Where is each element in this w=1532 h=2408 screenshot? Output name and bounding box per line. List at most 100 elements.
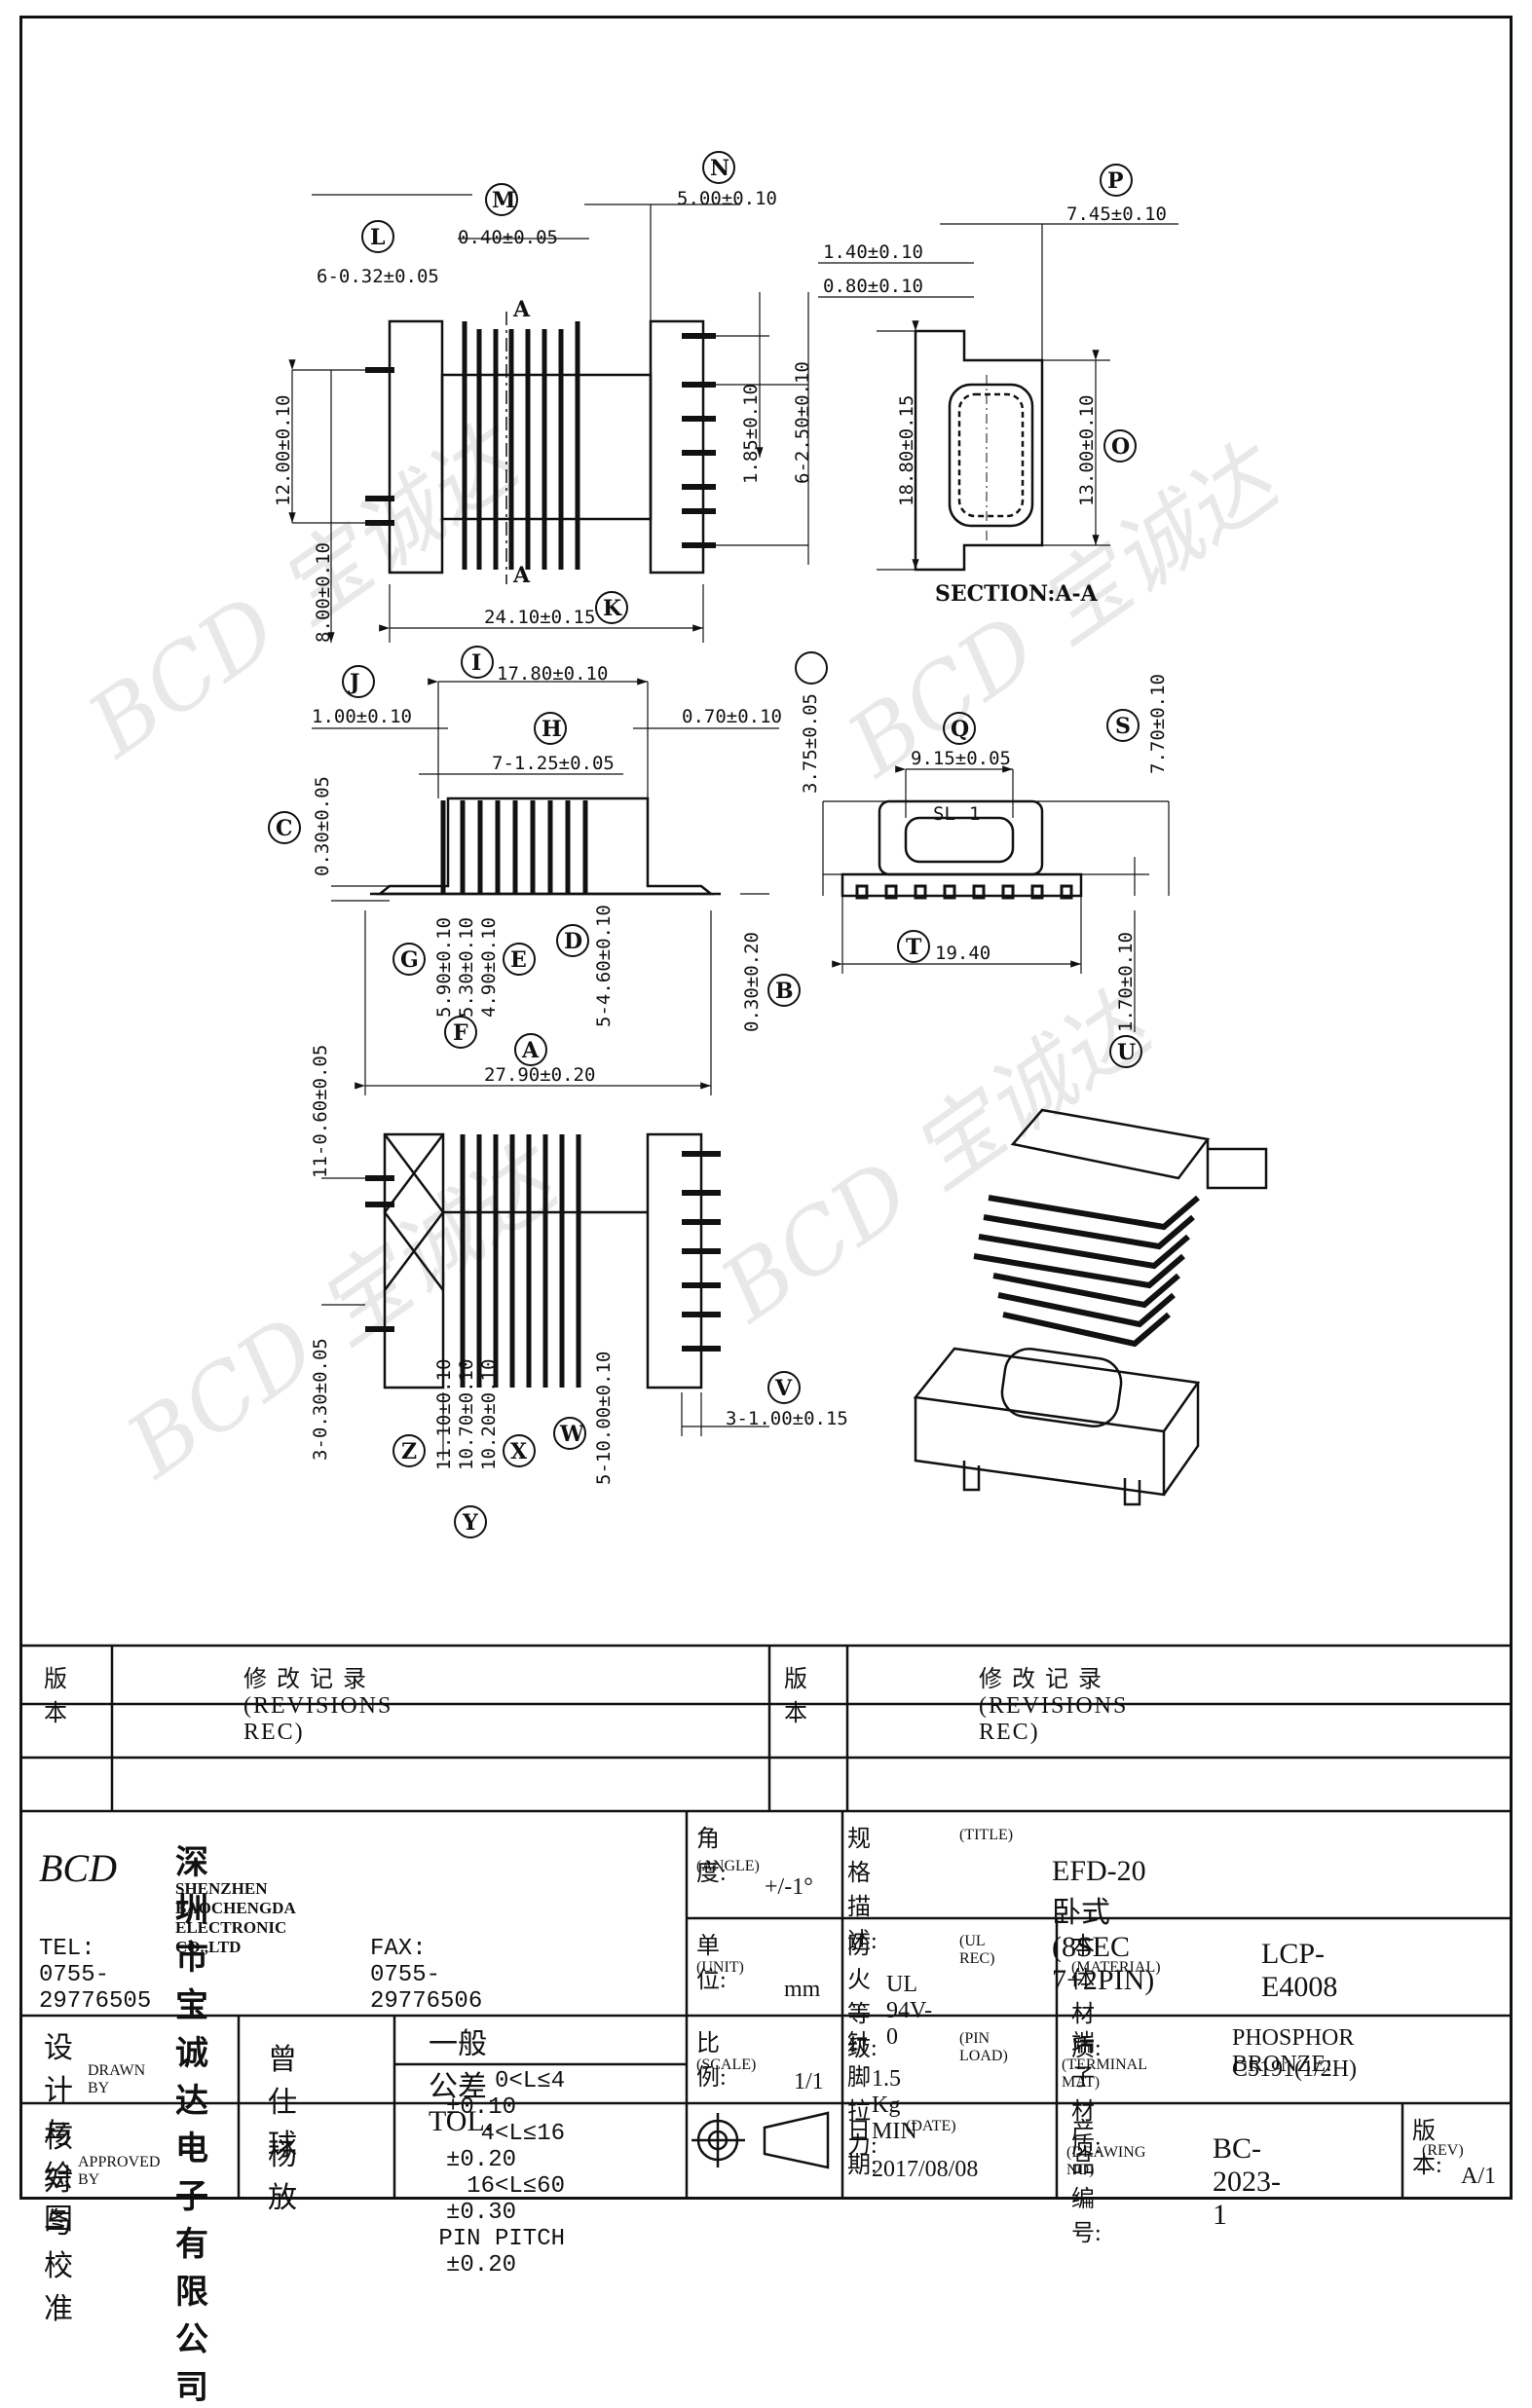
svg-text:M: M — [492, 188, 515, 213]
svg-text:C: C — [276, 816, 293, 841]
svg-text:17.80±0.10: 17.80±0.10 — [497, 663, 608, 685]
terminal-value1: PHOSPHOR BRONZE: — [1232, 2025, 1355, 2077]
svg-text:7.70±0.10: 7.70±0.10 — [1147, 674, 1169, 774]
pin-label: 针脚拉力: — [847, 2031, 878, 2159]
svg-text:1.40±0.10: 1.40±0.10 — [823, 241, 923, 263]
svg-text:5-4.60±0.10: 5-4.60±0.10 — [593, 905, 615, 1027]
svg-text:8.00±0.10: 8.00±0.10 — [313, 542, 334, 643]
rev-col3-header: 版本 — [784, 1667, 807, 1726]
svg-text:V: V — [774, 1376, 793, 1401]
unit-label: 单位: — [696, 1934, 727, 1993]
svg-text:H: H — [542, 717, 562, 742]
svg-text:6-0.32±0.05: 6-0.32±0.05 — [317, 266, 439, 287]
material-label: 本体材质: — [1071, 1934, 1102, 2061]
svg-text:4.90±0.10: 4.90±0.10 — [478, 917, 500, 1018]
tol-label: 一般公差 TOL. — [429, 2028, 493, 2137]
approved-en: APPROVED BY — [78, 2154, 161, 2188]
angle-label: 角度: — [696, 1827, 727, 1886]
projection-symbol-icon — [691, 2111, 830, 2169]
svg-text:SL: SL — [933, 803, 955, 825]
angle-value: +/-1° — [765, 1874, 813, 1900]
material-value: LCP-E4008 — [1261, 1938, 1338, 2003]
svg-text:A: A — [521, 1038, 540, 1063]
svg-text:I: I — [471, 650, 481, 676]
title-en: (TITLE) — [959, 1827, 1014, 1843]
drawing-no-value: BC-2023-1 — [1213, 2132, 1281, 2231]
svg-text:X: X — [510, 1439, 528, 1464]
tol-row: 4<L≤16±0.20 — [445, 2121, 565, 2173]
svg-text:11-0.60±0.05: 11-0.60±0.05 — [310, 1045, 331, 1178]
svg-text:11.10±0.10: 11.10±0.10 — [433, 1359, 455, 1470]
dimension-labels: L 6-0.32±0.05 M 0.40±0.05 N 5.00±0.10 K … — [268, 151, 1169, 1538]
title-block-grid — [19, 1644, 1513, 2200]
rev-col4-header: 修 改 记 录 (REVISIONS REC) — [979, 1667, 1129, 1745]
tol-row: 16<L≤60±0.30 — [445, 2173, 565, 2226]
svg-text:E: E — [510, 947, 527, 973]
svg-text:Z: Z — [401, 1439, 417, 1464]
svg-text:B: B — [775, 979, 794, 1004]
svg-text:19.40: 19.40 — [935, 943, 990, 964]
svg-text:0.70±0.10: 0.70±0.10 — [682, 706, 782, 727]
technical-drawing: BCD 宝诚达 BCD 宝诚达 BCD 宝诚达 BCD 宝诚达 — [19, 151, 1513, 2200]
scale-value: 1/1 — [794, 2069, 824, 2094]
svg-text:BCD 宝诚达: BCD 宝诚达 — [702, 969, 1176, 1343]
drawing-no-label: 产品编号: — [1071, 2119, 1102, 2246]
pin-value: 1.5 Kg MIN — [872, 2066, 917, 2144]
unit-value: mm — [784, 1977, 821, 2002]
svg-text:N: N — [710, 156, 729, 181]
date-en: (DATE) — [906, 2118, 956, 2134]
svg-text:A: A — [512, 297, 531, 322]
top-view — [288, 194, 809, 643]
rev-en: (REV) — [1422, 2142, 1464, 2159]
drawing-sheet — [19, 16, 1513, 2200]
svg-text:24.10±0.15: 24.10±0.15 — [484, 607, 595, 628]
company-logo: BCD — [39, 1846, 117, 1890]
terminal-en: (TERMINAL MAT) — [1062, 2056, 1147, 2091]
svg-text:5.30±0.10: 5.30±0.10 — [456, 917, 477, 1018]
section-view — [818, 223, 1178, 572]
material-en: (MATERIAL) — [1071, 1959, 1161, 1976]
terminal-value2: C5191(1/2H) — [1232, 2056, 1357, 2082]
title-value: EFD-20 卧式(8SEC 7+2PIN) — [1052, 1855, 1155, 1996]
isometric-view — [913, 1108, 1268, 1506]
svg-text:9.15±0.05: 9.15±0.05 — [911, 748, 1011, 769]
svg-text:G: G — [400, 947, 419, 973]
svg-text:O: O — [1111, 434, 1130, 460]
approved-label: 核对与校准 — [44, 2122, 73, 2325]
svg-text:1.85±0.10: 1.85±0.10 — [740, 384, 762, 484]
svg-text:F: F — [453, 1020, 468, 1046]
drawing-no-en: (DRAWING NO) — [1066, 2144, 1146, 2178]
svg-text:5.00±0.10: 5.00±0.10 — [677, 188, 777, 209]
svg-text:5-10.00±0.10: 5-10.00±0.10 — [593, 1352, 615, 1485]
svg-text:1.70±0.10: 1.70±0.10 — [1115, 932, 1137, 1032]
side-view — [822, 765, 1170, 1032]
tol-row: PIN PITCH±0.20 — [438, 2226, 565, 2278]
svg-text:1: 1 — [969, 803, 980, 825]
company-fax: FAX: 0755-29776506 — [370, 1936, 483, 2015]
scale-label: 比例: — [696, 2031, 727, 2091]
svg-text:18.80±0.15: 18.80±0.15 — [896, 395, 917, 506]
svg-text:D: D — [564, 929, 582, 954]
svg-text:U: U — [1117, 1040, 1136, 1065]
svg-text:10.20±0.10: 10.20±0.10 — [478, 1359, 500, 1470]
terminal-label: 端子材质: — [1071, 2031, 1102, 2159]
svg-text:W: W — [559, 1422, 584, 1447]
svg-text:BCD 宝诚达: BCD 宝诚达 — [69, 404, 542, 778]
drawn-value: 曾仕球 — [268, 2044, 297, 2162]
svg-text:L: L — [370, 225, 385, 250]
svg-text:7.45±0.10: 7.45±0.10 — [1066, 204, 1167, 225]
svg-text:S: S — [1115, 714, 1131, 739]
drawn-en: DRAWN BY — [88, 2062, 146, 2096]
svg-text:3-0.30±0.05: 3-0.30±0.05 — [310, 1338, 331, 1461]
svg-text:13.00±0.10: 13.00±0.10 — [1076, 395, 1098, 506]
date-value: 2017/08/08 — [872, 2157, 979, 2182]
pin-en: (PIN LOAD) — [959, 2030, 1008, 2064]
svg-text:3.75±0.05: 3.75±0.05 — [800, 693, 821, 794]
title-label: 规格描述: — [847, 1827, 878, 1954]
svg-text:Y: Y — [462, 1510, 478, 1536]
ul-en: (UL REC) — [959, 1933, 995, 1967]
rev-col2-header: 修 改 记 录 (REVISIONS REC) — [243, 1667, 393, 1745]
front-view — [312, 678, 779, 1095]
svg-text:SECTION:A-A: SECTION:A-A — [935, 581, 1099, 607]
svg-text:K: K — [603, 596, 622, 621]
